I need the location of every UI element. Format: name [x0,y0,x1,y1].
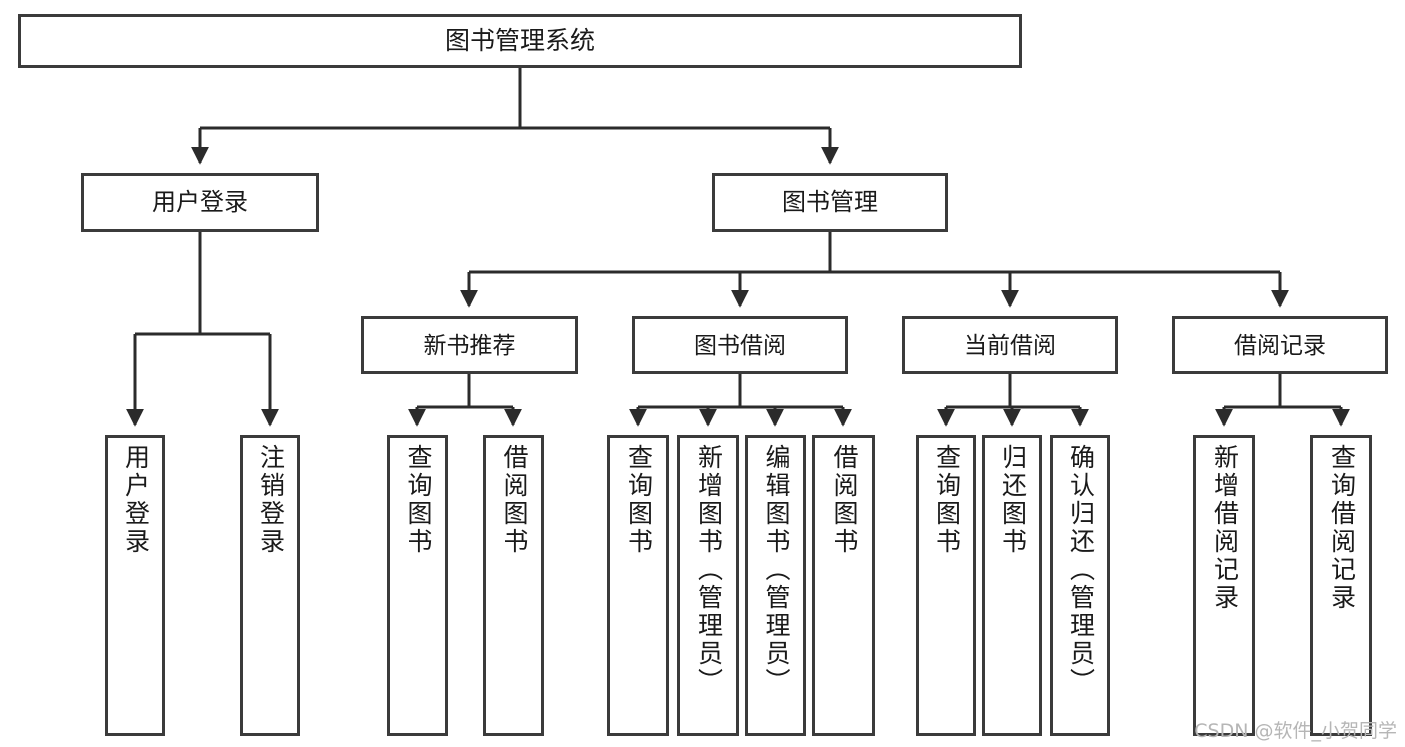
leaf-node-label: 查询借阅记录 [1327,444,1356,612]
node-new-book-recommendation-label: 新书推荐 [423,331,516,358]
node-user-login-label: 用户登录 [152,188,248,216]
leaf-node[interactable]: 新增图书（管理员） [677,435,739,736]
leaf-node-label: 查询图书 [404,444,432,556]
leaf-node-label: 用户登录 [121,444,150,556]
leaf-node-label: 借阅图书 [830,444,858,556]
watermark-credit: CSDN @软件_小贺同学 [1194,720,1397,742]
leaf-node[interactable]: 归还图书 [982,435,1042,736]
leaf-node[interactable]: 借阅图书 [483,435,544,736]
node-root-label: 图书管理系统 [444,26,595,55]
node-current-borrow[interactable]: 当前借阅 [902,316,1118,374]
leaf-node-label: 确认归还（管理员） [1066,444,1095,696]
leaf-node[interactable]: 借阅图书 [812,435,875,736]
node-book-management[interactable]: 图书管理 [712,173,948,232]
node-book-borrow-label: 图书借阅 [694,331,786,358]
node-borrow-record-label: 借阅记录 [1234,331,1326,358]
leaf-node[interactable]: 确认归还（管理员） [1050,435,1110,736]
leaf-node[interactable]: 注销登录 [240,435,300,736]
node-root[interactable]: 图书管理系统 [18,14,1022,68]
leaf-node-label: 归还图书 [998,444,1027,556]
leaf-node-label: 新增图书（管理员） [694,444,723,696]
node-book-management-label: 图书管理 [782,188,878,216]
leaf-node[interactable]: 查询图书 [916,435,976,736]
leaf-node[interactable]: 编辑图书（管理员） [745,435,806,736]
leaf-node[interactable]: 查询图书 [387,435,448,736]
leaf-node-label: 查询图书 [932,444,961,556]
node-user-login[interactable]: 用户登录 [81,173,319,232]
node-borrow-record[interactable]: 借阅记录 [1172,316,1388,374]
leaf-node[interactable]: 新增借阅记录 [1193,435,1255,736]
node-new-book-recommendation[interactable]: 新书推荐 [361,316,578,374]
leaf-node-label: 注销登录 [256,444,285,556]
leaf-node-label: 新增借阅记录 [1210,444,1239,612]
leaf-node[interactable]: 查询借阅记录 [1310,435,1372,736]
leaf-node-label: 编辑图书（管理员） [762,444,790,696]
leaf-node-label: 借阅图书 [500,444,528,556]
node-current-borrow-label: 当前借阅 [964,331,1056,358]
leaf-node[interactable]: 查询图书 [607,435,669,736]
node-book-borrow[interactable]: 图书借阅 [632,316,848,374]
leaf-node[interactable]: 用户登录 [105,435,165,736]
leaf-node-label: 查询图书 [624,444,653,556]
